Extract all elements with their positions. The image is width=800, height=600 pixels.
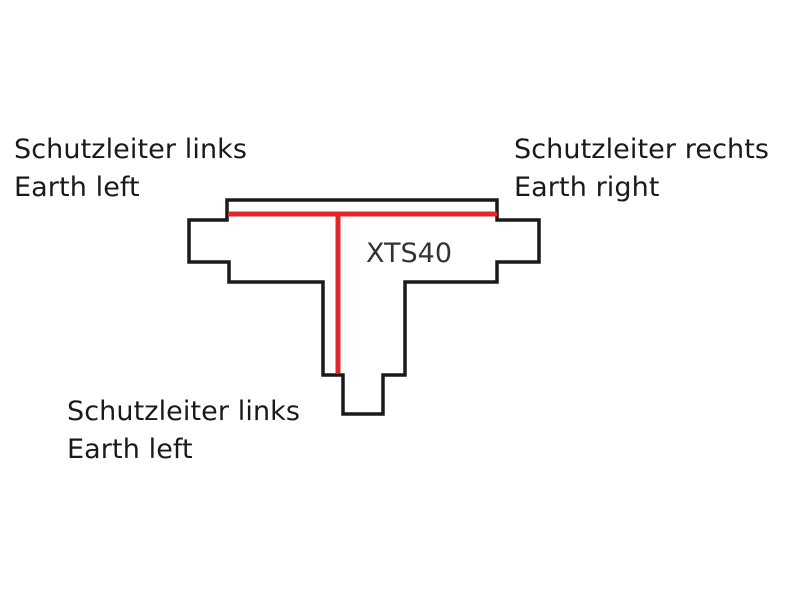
label-earth-left-bottom: Schutzleiter links Earth left bbox=[67, 393, 300, 469]
label-text-en: Earth left bbox=[14, 172, 140, 203]
label-earth-right-top: Schutzleiter rechts Earth right bbox=[514, 131, 769, 207]
label-earth-left-top: Schutzleiter links Earth left bbox=[14, 131, 247, 207]
label-text-de: Schutzleiter links bbox=[67, 396, 301, 427]
t-connector-outline bbox=[187, 198, 541, 416]
label-text-de: Schutzleiter rechts bbox=[514, 134, 770, 165]
label-text-de: Schutzleiter links bbox=[14, 134, 248, 165]
label-text-en: Earth right bbox=[514, 172, 660, 203]
label-text-en: Earth left bbox=[67, 434, 193, 465]
part-id-label: XTS40 bbox=[366, 238, 452, 269]
